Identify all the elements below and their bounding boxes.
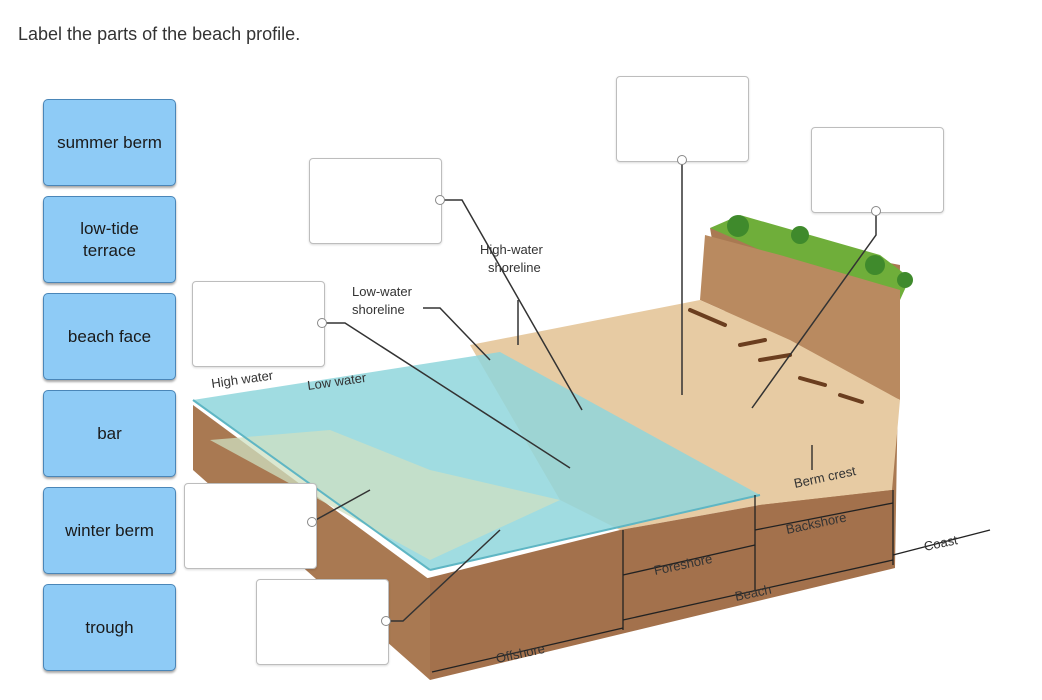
connector-knob <box>435 195 445 205</box>
connector-knob <box>677 155 687 165</box>
chip-beach-face[interactable]: beach face <box>43 293 176 380</box>
dropzone-5[interactable] <box>184 483 317 569</box>
question-text: Label the parts of the beach profile. <box>18 24 301 44</box>
label-beach: Beach <box>734 582 773 604</box>
chip-label: bar <box>97 423 122 443</box>
dropzone-3[interactable] <box>811 127 944 213</box>
driftwood <box>688 308 864 404</box>
chip-label: winter berm <box>65 520 154 540</box>
water-edge <box>429 494 761 571</box>
dropzone-1[interactable] <box>309 158 442 244</box>
cliff-face <box>700 235 900 400</box>
chip-label: beach face <box>67 326 152 346</box>
ground-cross-section <box>420 490 895 680</box>
chip-label: trough <box>85 617 134 637</box>
connector-knob <box>871 206 881 216</box>
sea-floor-bar <box>210 430 560 560</box>
dropzone-2[interactable] <box>616 76 749 162</box>
label-high-water: High water <box>210 367 274 391</box>
chip-low-tide-terrace[interactable]: low-tide terrace <box>43 196 176 283</box>
connector-knob <box>381 616 391 626</box>
bushes <box>727 215 913 288</box>
chip-bar[interactable]: bar <box>43 390 176 477</box>
connector-knob <box>317 318 327 328</box>
chip-label: low-tide terrace <box>80 218 139 260</box>
chip-summer-berm[interactable]: summer berm <box>43 99 176 186</box>
connector-knob <box>307 517 317 527</box>
label-coast: Coast <box>923 532 960 554</box>
zone-brackets <box>431 445 991 673</box>
dropzone-6[interactable] <box>256 579 389 665</box>
water-surface <box>193 352 760 570</box>
chip-trough[interactable]: trough <box>43 584 176 671</box>
leader-lines <box>311 162 877 622</box>
chip-label: summer berm <box>57 132 162 152</box>
chip-winter-berm[interactable]: winter berm <box>43 487 176 574</box>
dropzone-4[interactable] <box>192 281 325 367</box>
